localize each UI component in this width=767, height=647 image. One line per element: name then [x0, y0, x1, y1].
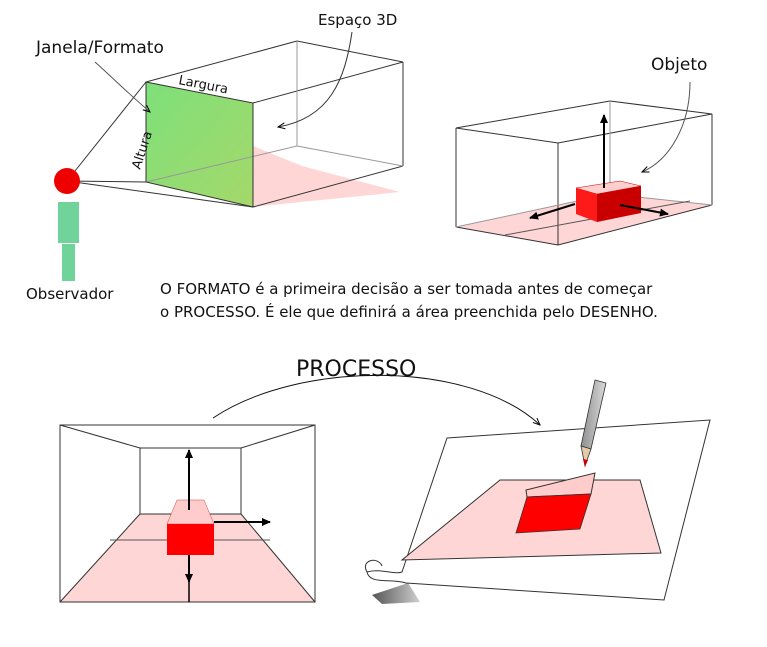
espaco-3d-label: Espaço 3D — [318, 11, 397, 29]
observer-torso — [58, 202, 79, 243]
observer-legs — [62, 244, 75, 281]
caption-line-2: o PROCESSO. É ele que definirá a área pr… — [160, 302, 658, 321]
paper-drawing — [364, 379, 711, 604]
paper-shadow — [372, 583, 420, 604]
objeto-callout-arrow — [642, 81, 691, 172]
object-box-side — [597, 186, 641, 222]
window-format-plane — [146, 82, 253, 207]
room-object-top — [166, 499, 215, 525]
processo-title: PROCESSO — [296, 357, 416, 382]
space-floor — [252, 146, 400, 207]
paper-object-front — [515, 493, 592, 534]
room-object-front — [167, 524, 214, 555]
observer-head — [54, 168, 80, 194]
window-format-scene: Espaço 3D Janela/Formato Largura Altura … — [26, 11, 404, 303]
perspective-room — [59, 424, 316, 603]
objeto-label: Objeto — [651, 55, 707, 75]
janela-callout-arrow — [94, 61, 150, 112]
room-floor — [60, 514, 315, 602]
espaco-callout-arrow — [278, 31, 353, 127]
janela-formato-label: Janela/Formato — [35, 38, 164, 58]
processo-arrow — [212, 374, 540, 425]
paper-curl — [364, 559, 383, 573]
pencil-icon — [580, 379, 607, 468]
caption-line-1: O FORMATO é a primeira decisão a ser tom… — [160, 280, 653, 298]
object-scene: Objeto — [455, 55, 713, 246]
observador-label: Observador — [26, 285, 114, 303]
object-box-front — [576, 188, 597, 222]
